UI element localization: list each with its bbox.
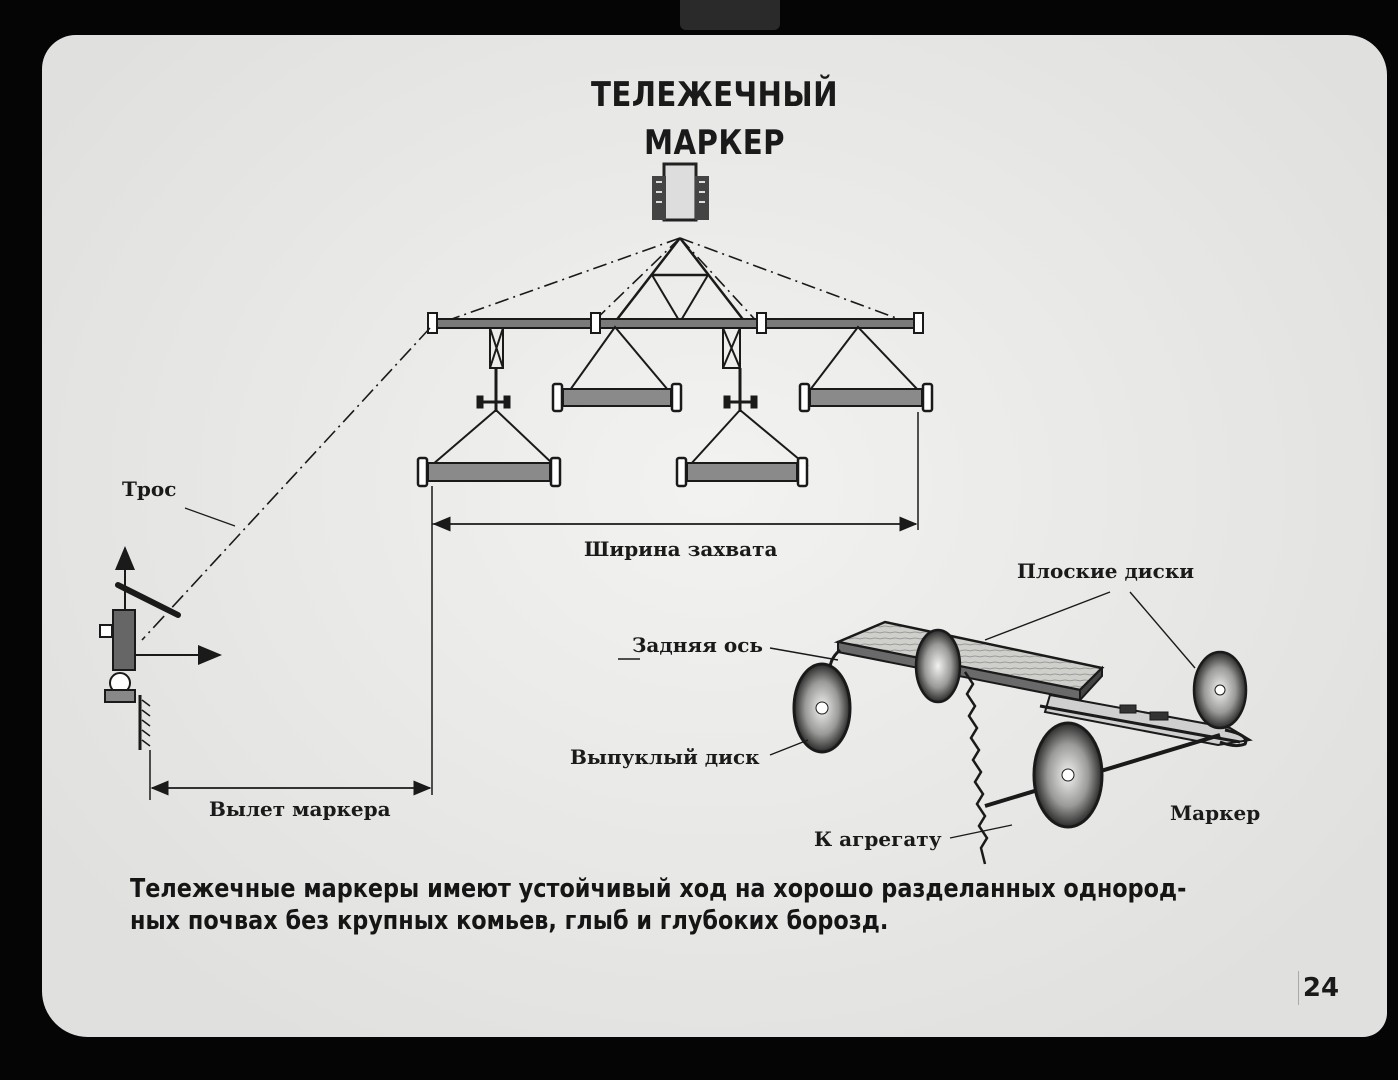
label-vylet-markera: Вылет маркера: [209, 797, 391, 821]
side-marker-icon: [99, 546, 222, 750]
main-beam: [427, 312, 924, 334]
marker-posts: [476, 327, 758, 412]
label-marker: Маркер: [1170, 801, 1261, 825]
label-shirina-zahvata: Ширина захвата: [584, 537, 778, 561]
film-frame-notch: [680, 0, 780, 30]
label-zadnyaya-os: Задняя ось: [632, 633, 763, 657]
tros-rope: [141, 327, 431, 641]
label-ploskie-diski: Плоские диски: [1017, 559, 1195, 583]
flat-discs: [914, 628, 1248, 730]
slide-title: ТЕЛЕЖЕЧНЫЙ МАРКЕР: [590, 75, 839, 163]
hitch-lines: [434, 237, 916, 326]
convex-discs: [792, 662, 1104, 829]
caption-text: Тележечные маркеры имеют устойчивый ход …: [130, 873, 1310, 937]
diagram-canvas: [99, 162, 1253, 865]
callout-leaders: [618, 591, 1196, 839]
label-vypukly-disk: Выпуклый диск: [570, 745, 760, 769]
dimension-lines: [149, 412, 919, 800]
page-number: 24: [1298, 971, 1343, 1005]
slide-frame: ТЕЛЕЖЕЧНЫЙ МАРКЕР: [42, 35, 1387, 1037]
label-tros: Трос: [122, 477, 177, 501]
caption-line-1: Тележечные маркеры имеют устойчивый ход …: [130, 874, 1187, 904]
roller-sections: [416, 382, 934, 488]
label-k-agregatu: К агрегату: [814, 827, 942, 851]
marker-frame-body: [828, 620, 1253, 865]
tractor-icon: [652, 162, 709, 222]
caption-line-2: ных почвах без крупных комьев, глыб и гл…: [130, 906, 889, 936]
